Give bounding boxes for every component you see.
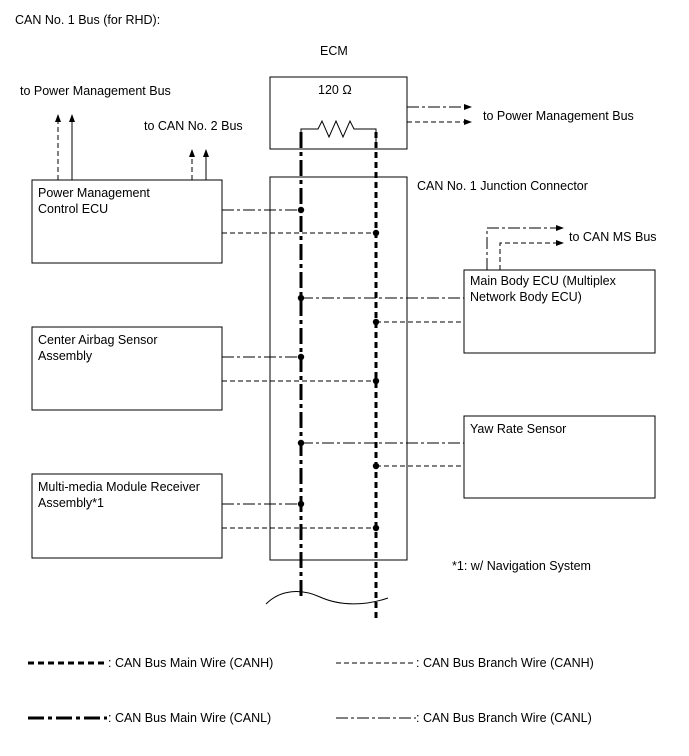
arrowhead-icon: [189, 149, 195, 157]
yaw-rate-sensor-box: [463, 415, 656, 499]
junction-dot: [297, 353, 305, 361]
junction-dot: [372, 377, 380, 385]
airbag-sensor-line1: Center Airbag Sensor: [38, 333, 158, 347]
legend-main-canh-label: : CAN Bus Main Wire (CANH): [108, 656, 273, 670]
arrowhead-icon: [464, 104, 472, 110]
legend-main-canl-label: : CAN Bus Main Wire (CANL): [108, 711, 271, 725]
main-body-ecu-box: [463, 269, 656, 354]
can-ms-arrow-canl: [486, 227, 557, 270]
multimedia-receiver-line2: Assembly*1: [38, 496, 104, 510]
power-management-ecu-box: [31, 179, 223, 264]
arrowhead-icon: [556, 225, 564, 231]
multimedia-receiver-line1: Multi-media Module Receiver: [38, 480, 200, 494]
junction-dot: [372, 229, 380, 237]
junction-dot: [297, 206, 305, 214]
legend-branch-canl-label: : CAN Bus Branch Wire (CANL): [416, 711, 592, 725]
junction-dot: [372, 318, 380, 326]
junction-dot: [297, 439, 305, 447]
resistor-value: 120 Ω: [318, 83, 352, 97]
can-ms-label: to CAN MS Bus: [569, 230, 657, 244]
yaw-rate-sensor-label: Yaw Rate Sensor: [470, 422, 566, 436]
junction-connector-label: CAN No. 1 Junction Connector: [417, 179, 588, 193]
diagram-title: CAN No. 1 Bus (for RHD):: [15, 13, 160, 27]
pm-bus-left-label: to Power Management Bus: [20, 84, 171, 98]
main-body-ecu-line2: Network Body ECU): [470, 290, 582, 304]
arrowhead-icon: [556, 240, 564, 246]
junction-dot: [297, 294, 305, 302]
arrowhead-icon: [464, 119, 472, 125]
airbag-sensor-line2: Assembly: [38, 349, 93, 363]
arrowhead-icon: [69, 114, 75, 122]
wire-break-curve: [265, 591, 389, 605]
arrowhead-icon: [55, 114, 61, 122]
junction-dot: [372, 462, 380, 470]
arrowhead-icon: [203, 149, 209, 157]
pm-bus-right-label: to Power Management Bus: [483, 109, 634, 123]
resistor-icon: [300, 119, 377, 144]
main-body-ecu-line1: Main Body ECU (Multiplex: [470, 274, 617, 288]
footnote: *1: w/ Navigation System: [452, 559, 591, 573]
ecm-label: ECM: [320, 44, 348, 58]
can-ms-arrow-canh: [499, 242, 557, 270]
ecm-box: [269, 76, 408, 150]
junction-dot: [372, 524, 380, 532]
multimedia-receiver-box: [31, 473, 223, 559]
power-management-ecu-line1: Power Management: [38, 186, 150, 200]
junction-connector-box: [269, 176, 408, 561]
airbag-sensor-box: [31, 326, 223, 411]
power-management-ecu-line2: Control ECU: [38, 202, 108, 216]
can2-label: to CAN No. 2 Bus: [144, 119, 243, 133]
legend-branch-canh-label: : CAN Bus Branch Wire (CANH): [416, 656, 594, 670]
junction-dot: [297, 500, 305, 508]
